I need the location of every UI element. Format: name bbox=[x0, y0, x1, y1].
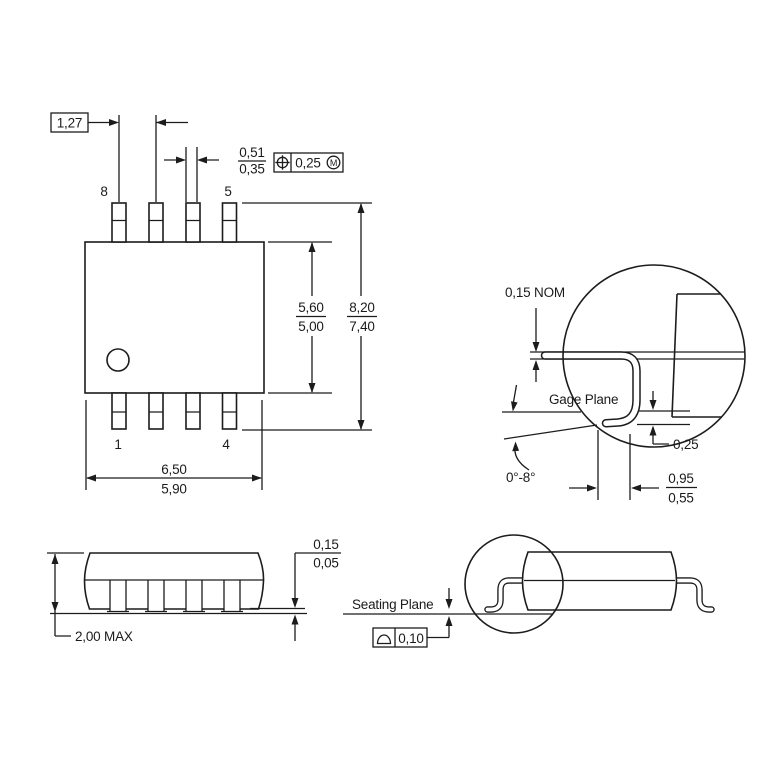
dim-overall-width-min: 7,40 bbox=[349, 319, 374, 334]
seating-plane-arrows bbox=[445, 588, 453, 638]
dimension-body-width: 5,60 5,00 bbox=[268, 241, 332, 394]
dimension-lead-angle: 0°-8° bbox=[503, 424, 598, 485]
bent-lead-outline bbox=[540, 351, 641, 428]
end-view: Seating Plane 0,10 bbox=[343, 534, 715, 648]
dimension-gage-offset: 0,25 bbox=[637, 391, 699, 452]
dim-lead-width-max: 0,51 bbox=[239, 145, 264, 160]
coplanarity-value: 0,10 bbox=[398, 631, 423, 646]
coplanarity-tolerance-frame: 0,10 bbox=[372, 627, 449, 648]
dim-lead-thickness-label: 0,15 NOM bbox=[505, 285, 565, 300]
position-tolerance-value: 0,25 bbox=[295, 156, 320, 171]
pin bbox=[111, 202, 127, 243]
pin bbox=[148, 202, 164, 243]
dimension-max-height: 2,00 MAX bbox=[47, 552, 133, 644]
end-view-leads bbox=[484, 577, 715, 613]
pin-number-5: 5 bbox=[224, 184, 231, 199]
dim-pitch-label: 1,27 bbox=[57, 116, 82, 131]
mmc-icon: M bbox=[326, 155, 341, 170]
dim-body-width-min: 5,00 bbox=[298, 319, 323, 334]
pin bbox=[185, 392, 201, 430]
dim-overall-width-max: 8,20 bbox=[349, 300, 374, 315]
detail-reference-circle bbox=[464, 534, 564, 634]
top-view: 8 5 1 4 1,27 0,51 0,35 bbox=[50, 112, 377, 497]
dim-foot-length-min: 0,55 bbox=[668, 491, 693, 506]
dim-body-width-max: 5,60 bbox=[298, 300, 323, 315]
detail-circle bbox=[562, 264, 746, 448]
side-view: 2,00 MAX 0,15 0,05 bbox=[47, 537, 341, 644]
dim-gage-offset-label: 0,25 bbox=[673, 437, 698, 452]
dim-foot-length-max: 0,95 bbox=[668, 471, 693, 486]
seating-plane-symbol-icon bbox=[376, 634, 392, 645]
gage-plane-label: Gage Plane bbox=[549, 392, 618, 407]
top-pins bbox=[111, 202, 238, 243]
dimension-lead-thickness: 0,15 NOM bbox=[505, 285, 565, 382]
body-edge bbox=[671, 293, 722, 418]
pin-number-8: 8 bbox=[100, 184, 107, 199]
position-tolerance-icon bbox=[275, 155, 290, 170]
dim-max-height-label: 2,00 MAX bbox=[75, 629, 133, 644]
dim-lead-angle-label: 0°-8° bbox=[506, 470, 535, 485]
pin-number-1: 1 bbox=[114, 437, 121, 452]
gage-plane: Gage Plane bbox=[502, 384, 619, 413]
pin bbox=[111, 392, 127, 430]
dim-lead-width-min: 0,35 bbox=[239, 162, 264, 177]
package-body bbox=[84, 241, 265, 394]
dimension-body-length: 6,50 5,90 bbox=[85, 400, 263, 497]
pin bbox=[148, 392, 164, 430]
bent-lead-core bbox=[542, 352, 640, 426]
seating-plane-label: Seating Plane bbox=[352, 597, 433, 612]
dimension-foot-length: 0,95 0,55 bbox=[569, 430, 697, 506]
side-view-pins bbox=[107, 580, 243, 613]
pin bbox=[185, 202, 201, 243]
pin bbox=[221, 202, 238, 243]
pin-number-4: 4 bbox=[222, 437, 230, 452]
pin bbox=[221, 392, 238, 430]
dimension-standoff: 0,15 0,05 bbox=[250, 537, 341, 641]
dim-standoff-min: 0,05 bbox=[313, 556, 338, 571]
lead-detail-view: 0,15 NOM Gage Plane 0,25 0°-8° bbox=[502, 264, 746, 506]
position-tolerance-frame: 0,25 M bbox=[273, 152, 344, 173]
mmc-letter: M bbox=[330, 158, 337, 168]
dimension-overall-width: 8,20 7,40 bbox=[242, 202, 377, 431]
dimension-pitch: 1,27 bbox=[50, 112, 188, 202]
dimension-lead-width: 0,51 0,35 bbox=[164, 145, 266, 202]
dim-standoff-max: 0,15 bbox=[313, 537, 338, 552]
pin1-indicator-circle bbox=[106, 348, 130, 372]
bottom-pins bbox=[111, 392, 238, 430]
dim-body-length-min: 5,90 bbox=[161, 482, 186, 497]
dim-body-length-max: 6,50 bbox=[161, 462, 186, 477]
